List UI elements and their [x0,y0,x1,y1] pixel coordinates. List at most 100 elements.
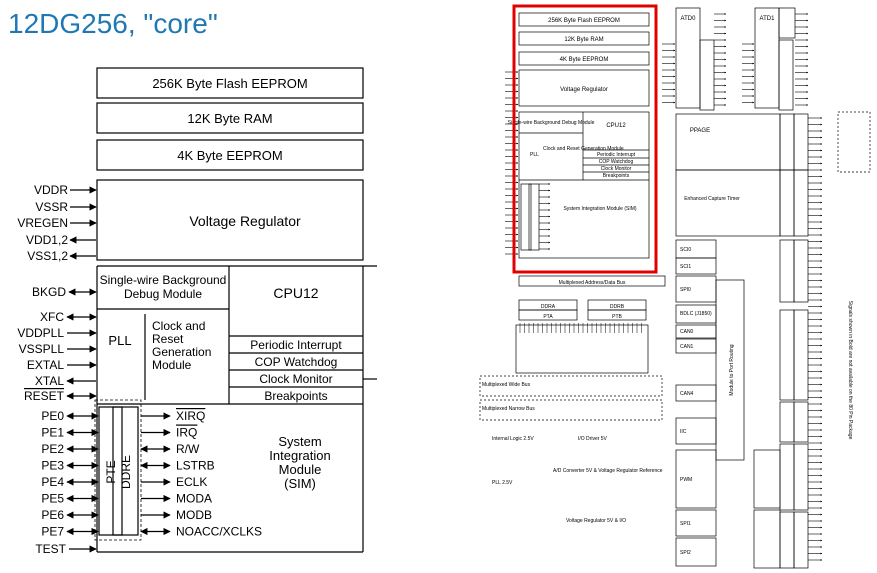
r-can0-label: CAN0 [680,329,694,335]
vreg-pin-label: VDD1,2 [26,233,68,247]
pe-pin-label: PE2 [41,442,64,456]
pe-pin-pe4: PE4 ECLK [41,475,207,489]
pe-pin-pe3: PE3 LSTRB [41,459,214,473]
sim-line1: System [278,434,321,449]
r-ddrb-label: DDRB [610,304,625,310]
pe-func-label: MODB [176,508,212,522]
clock-pin-label: VSSPLL [19,342,65,356]
clock-pin-vsspll: VSSPLL [19,342,97,356]
cgm-line4: Module [152,358,192,372]
r-atd0-block [675,7,701,109]
vreg-pin-vddr: VDDR [34,183,97,197]
r-bdm-label: Single-wire Background Debug Module [508,120,595,126]
bdm-label-line1: Single-wire Background [100,273,227,287]
vreg-pin-vdd12: VDD1,2 [26,233,96,247]
r-can4-label: CAN4 [680,391,694,397]
r-flash-block [518,12,650,27]
left-block-diagram [94,67,377,553]
pe-pin-label: PE1 [41,426,64,440]
pe-func-label: ECLK [176,475,207,489]
r-cpu-label: CPU12 [606,123,626,129]
r-vreg-block [518,69,650,107]
vreg-pin-label: VREGEN [17,216,68,230]
clock-pin-xfc: XFC [40,310,97,324]
bdm-label-line2: Debug Module [124,287,202,301]
vreg-pin-vss12: VSS1,2 [27,249,96,263]
r-bus-label: Multiplexed Address/Data Bus [559,280,626,286]
clock-pin-label: RESET [24,389,65,403]
eeprom-block [96,139,364,171]
cgm-line2: Reset [152,332,184,346]
vreg-pin-label: VDDR [34,183,68,197]
right-diagram-text: 256K Byte Flash EEPROM 12K Byte RAM 4K B… [482,16,853,556]
r-spi0-label: SPI0 [680,287,691,293]
r-vreg-label: Voltage Regulator [560,87,608,93]
pe-pin-label: PE3 [41,459,64,473]
sim-line3: Module [279,462,322,477]
r-internal-logic-label: Internal Logic 2.5V [492,436,534,442]
right-pin-marks [505,13,823,561]
r-spi2-label: SPI2 [680,550,691,556]
r-core-frame [518,111,650,259]
test-pin: TEST [35,542,97,556]
clock-pin-extal: EXTAL [27,358,97,372]
breakpoints-label: Breakpoints [264,389,327,403]
vreg-pin-label: VSSR [35,200,68,214]
r-routing-block [715,279,745,461]
r-flash-label: 256K Byte Flash EEPROM [548,18,620,24]
test-pin-label: TEST [35,542,66,556]
r-ppage-block [675,113,781,171]
r-mux-narrow-label: Multiplexed Narrow Bus [482,406,535,412]
vreg-pin-label: VSS1,2 [27,249,68,263]
left-diagram-text: 256K Byte Flash EEPROM 12K Byte RAM 4K B… [100,76,343,491]
r-spi1-label: SPI1 [680,521,691,527]
r-sci1-label: SCI1 [680,264,691,270]
ddre-block [112,406,139,536]
pte-block [98,406,123,536]
r-vreg-io-label: Voltage Regulator 5V & I/O [566,518,626,524]
r-ptb-label: PTB [612,314,622,320]
pe-pin-pe0: PE0 XIRQ [41,409,205,423]
pe-pin-label: PE4 [41,475,64,489]
r-ppage-label: PPAGE [690,128,710,134]
r-pta-label: PTA [543,314,553,320]
r-side-note: Signals shown in Bold are not available … [847,301,853,440]
pte-label: PTE [104,460,118,483]
r-ect-label: Enhanced Capture Timer [684,196,740,202]
pe-func-label: LSTRB [176,459,215,473]
bkgd-label: BKGD [32,285,66,299]
r-cgm-label: Clock and Reset Generation Module [543,146,624,152]
vreg-block [96,179,364,261]
pe-func-label: XIRQ [176,409,205,423]
vreg-pin-vregen: VREGEN [17,216,97,230]
page-title: 12DG256, "core" [8,8,218,39]
clock-pin-label: EXTAL [27,358,64,372]
pe-func-label: MODA [176,492,212,506]
cgm-line1: Clock and [152,319,205,333]
r-ram-block [518,31,650,46]
r-eeprom-label: 4K Byte EEPROM [560,57,609,63]
r-atd1-block [754,7,780,109]
sim-line2: Integration [269,448,330,463]
r-ect-block [675,169,781,237]
clock-pin-label: XTAL [35,374,64,388]
clock-monitor-label: Clock Monitor [259,372,332,386]
right-block-diagram [479,7,871,569]
cpu-label: CPU12 [273,285,318,301]
r-cop-label: COP Watchdog [599,159,634,165]
cgm-line3: Generation [152,345,211,359]
clock-pin-vddpll: VDDPLL [17,326,97,340]
pe-pin-label: PE0 [41,409,64,423]
bkgd-pin: BKGD [32,285,97,299]
pe-pin-label: PE7 [41,525,64,539]
pll-label: PLL [108,333,131,348]
r-mux-wide-label: Multiplexed Wide Bus [482,382,531,388]
vreg-label: Voltage Regulator [189,213,301,229]
ddre-label: DDRE [119,455,133,489]
